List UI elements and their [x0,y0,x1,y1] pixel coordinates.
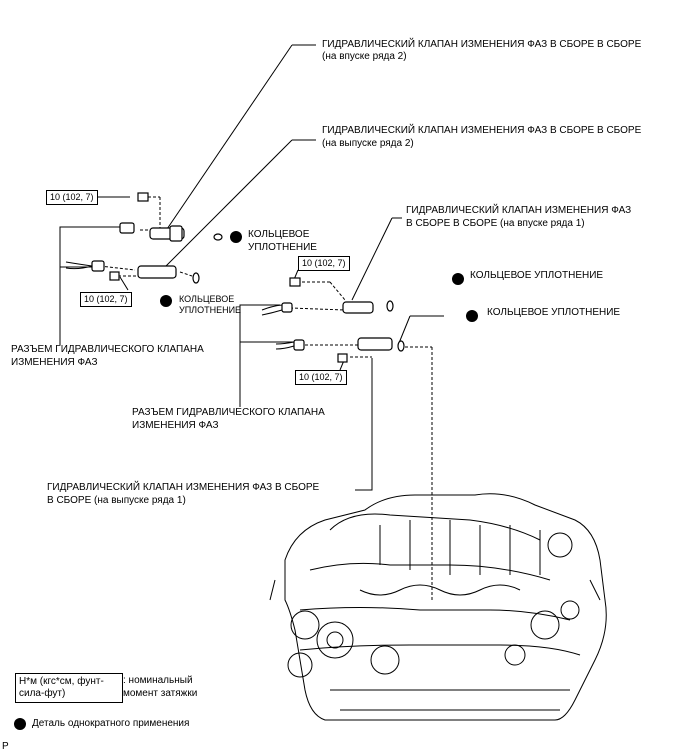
torque-spec: 10 (102, 7) [80,292,132,307]
nonreusable-marker [230,231,242,243]
torque-spec: 10 (102, 7) [46,190,98,205]
label-oring-3: КОЛЬЦЕВОЕ УПЛОТНЕНИЕ [470,270,604,281]
label-intake-bank2-sub: (на впуске ряда 2) [322,51,407,62]
label-intake-bank2: ГИДРАВЛИЧЕСКИЙ КЛАПАН ИЗМЕНЕНИЯ ФАЗ В СБ… [322,39,642,50]
label-exhaust-bank2-sub: (на выпуске ряда 2) [322,138,414,149]
engine-illustration [269,493,607,721]
label-oring-2: КОЛЬЦЕВОЕ УПЛОТНЕНИЕ [179,294,242,315]
label-exhaust-bank1: ГИДРАВЛИЧЕСКИЙ КЛАПАН ИЗМЕНЕНИЯ ФАЗ В СБ… [47,482,320,506]
label-oring-4: КОЛЬЦЕВОЕ УПЛОТНЕНИЕ [487,307,621,318]
torque-spec: 10 (102, 7) [295,370,347,385]
label-exhaust-bank2: ГИДРАВЛИЧЕСКИЙ КЛАПАН ИЗМЕНЕНИЯ ФАЗ В СБ… [322,125,642,136]
corner-mark: P [2,741,9,752]
nonreusable-marker [452,273,464,285]
label-connector-mid: РАЗЪЕМ ГИДРАВЛИЧЕСКОГО КЛАПАНА ИЗМЕНЕНИЯ… [132,407,325,431]
label-oring-1: КОЛЬЦЕВОЕ УПЛОТНЕНИЕ [248,229,317,253]
legend-nonreusable-icon [14,718,26,730]
legend-nonreusable-label: Деталь однократного применения [32,718,190,729]
torque-spec: 10 (102, 7) [298,256,350,271]
legend-unit-desc: : номинальный момент затяжки [123,675,198,699]
nonreusable-marker [466,310,478,322]
nonreusable-marker [160,295,172,307]
legend-unit-box: Н*м (кгс*см, фунт- сила-фут) [15,673,123,703]
label-intake-bank1: ГИДРАВЛИЧЕСКИЙ КЛАПАН ИЗМЕНЕНИЯ ФАЗ В СБ… [406,205,632,229]
label-connector-left: РАЗЪЕМ ГИДРАВЛИЧЕСКОГО КЛАПАНА ИЗМЕНЕНИЯ… [11,344,204,368]
